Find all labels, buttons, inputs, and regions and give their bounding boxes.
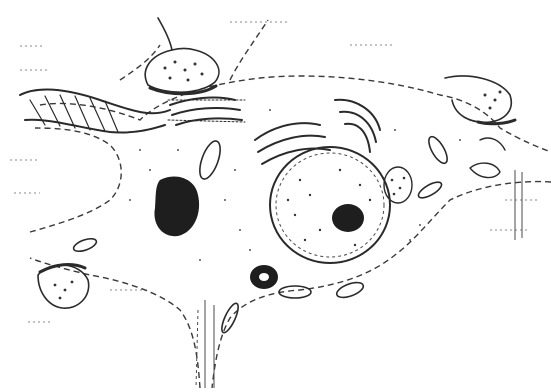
synaptic-bouton-top — [145, 18, 219, 94]
synaptic-bouton-lower-left — [38, 265, 89, 309]
nucleus — [270, 147, 390, 263]
nucleolus — [332, 204, 364, 232]
rough-er-upper — [168, 98, 245, 125]
synaptic-bouton-right — [445, 76, 515, 178]
vesicle-cluster-right — [384, 167, 412, 203]
dense-granule-bottom — [250, 265, 278, 289]
nissl-body-left — [154, 176, 199, 236]
cell-membrane — [30, 20, 551, 388]
upper-left-dendrite — [20, 90, 170, 133]
